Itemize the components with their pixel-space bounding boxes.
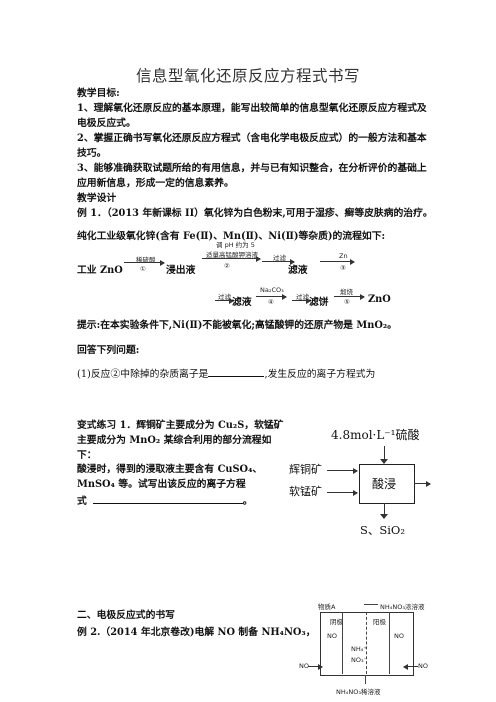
acid-label: 4.8mol·L⁻¹硫酸 xyxy=(331,428,420,442)
flow-arrow-2 xyxy=(202,255,261,262)
flow-arrow-1 xyxy=(124,259,165,266)
flow-arrow-7 xyxy=(292,297,311,304)
cell-top-right-label: NH₄NO₃浓溶液 xyxy=(380,603,425,611)
flow-step1-reagent: 稀硫酸 xyxy=(136,256,156,264)
no-label-1: NO xyxy=(327,632,337,640)
flow-arrow-4 xyxy=(320,258,355,265)
flow-step5-filter: 过滤 xyxy=(218,293,231,301)
flow-step8-calcine: 煅烧 xyxy=(340,288,353,296)
ore1-label: 辉铜矿 xyxy=(289,463,322,476)
goal-item-2: 2、掌握正确书写氧化还原反应方程式（含电化学电极反应式）的一般方法和基本技巧。 xyxy=(77,133,427,159)
example2-title: 例 2.（2014 年北京卷改)电解 NO 制备 NH₄NO₃， xyxy=(77,627,316,638)
cell-bottom-label: NH₄NO₃稀溶液 xyxy=(336,688,381,696)
no-label-2: NO xyxy=(394,632,404,640)
question1-part-a: (1)反应②中除掉的杂质离子是 xyxy=(77,369,209,380)
cell-membrane xyxy=(366,612,367,674)
flow-step8-num: ⑤ xyxy=(344,298,350,306)
flow-end: ZnO xyxy=(368,294,391,305)
practice1-line3: 下： xyxy=(77,450,97,461)
cell-bottom-connector xyxy=(365,675,366,684)
section2-heading: 二、电极反应式的书写 xyxy=(77,610,175,621)
practice1-end-mark: 。 xyxy=(242,496,253,507)
flow-node-filtrate2: 滤液 xyxy=(232,297,252,308)
flow-node-filtercake: 滤饼 xyxy=(309,297,329,308)
answer-blank-1[interactable] xyxy=(208,365,265,377)
practice1-line6: 式。 xyxy=(77,492,253,509)
flow-step2-ph: 调 pH 约为 5 xyxy=(216,241,255,249)
anode-label: 阳极 xyxy=(373,618,386,626)
no-inlet-arrow-right xyxy=(404,666,418,667)
flow-arrow-6 xyxy=(256,293,287,300)
practice1-line1: 变式练习 1．辉铜矿主要成分为 Cu₂S，软锰矿 xyxy=(77,420,284,431)
cathode-label: 阴极 xyxy=(330,618,343,626)
no-inlet-arrow-left xyxy=(308,663,323,670)
ion-nh4-label: NH₄⁺ xyxy=(351,645,367,653)
cell-body xyxy=(320,612,414,676)
flow-arrow-3 xyxy=(262,258,295,265)
goals-heading: 教学目标: xyxy=(77,88,120,99)
question1-part-b: ,发生反应的离子方程式为 xyxy=(264,369,376,380)
example1-question1: (1)反应②中除掉的杂质离子是 ,发生反应的离子方程式为 xyxy=(77,365,375,382)
ore1-arrow xyxy=(327,467,358,474)
flow-step4-num: ③ xyxy=(340,264,346,272)
acid-arrowhead xyxy=(380,459,388,464)
practice1-prefix: 式 xyxy=(77,496,87,507)
residue-arrow xyxy=(384,503,385,517)
acid-arrow xyxy=(384,446,385,463)
leach-out-arrow xyxy=(414,480,431,487)
flow-step7-filter: 过滤 xyxy=(296,293,309,301)
flow-step2-reagent: 适量高锰酸钾溶液 xyxy=(206,251,258,259)
flow-start: 工业 ZnO xyxy=(77,265,123,276)
flow-arrow-8 xyxy=(334,293,365,300)
cell-cathode-plate xyxy=(342,612,343,674)
flow-step2-num: ② xyxy=(224,262,230,270)
example1-ask: 回答下列问题: xyxy=(77,345,140,356)
leach-box-label: 酸浸 xyxy=(372,477,397,491)
design-heading: 教学设计 xyxy=(77,193,117,204)
answer-blank-2[interactable] xyxy=(92,492,243,504)
goal-item-1: 1、理解氧化还原反应的基本原理，能写出较简单的信息型氧化还原反应方程式及电极反应… xyxy=(77,103,427,129)
example1-hint: 提示:在本实验条件下,Ni(Ⅱ)不能被氧化;高锰酸钾的还原产物是 MnO₂。 xyxy=(77,320,397,331)
cell-anode-plate xyxy=(389,612,390,674)
flow-arrow-5 xyxy=(215,297,234,304)
page-title: 信息型氧化还原反应方程式书写 xyxy=(135,68,360,85)
no-label-4: NO xyxy=(418,662,428,670)
flow-node-leachate: 浸出液 xyxy=(166,265,196,276)
practice1-line4: 酸浸时，得到的浸取液主要含有 CuSO₄、 xyxy=(77,464,263,475)
example1-title: 例 1．（2013 年新课标 II）氧化锌为白色粉末,可用于湿疹、癣等皮肤病的治… xyxy=(77,208,433,219)
flow-node-filtrate1: 滤液 xyxy=(288,265,308,276)
ore2-arrow xyxy=(327,489,358,496)
practice1-line2: 主要成分为 MnO₂ 某综合利用的部分流程如 xyxy=(77,435,272,446)
cell-top-connector xyxy=(364,604,378,605)
cell-top-left-label: 物质A xyxy=(318,603,336,611)
flow-step4-zn: Zn xyxy=(339,252,348,260)
residue-label: S、SiO₂ xyxy=(360,523,405,537)
practice1-line5: MnSO₄ 等。试写出该反应的离子方程 xyxy=(77,479,246,490)
example1-subtitle: 纯化工业级氧化锌(含有 Fe(Ⅱ)、Mn(Ⅱ)、Ni(Ⅱ)等杂质)的流程如下: xyxy=(77,231,386,242)
residue-arrowhead xyxy=(380,514,388,519)
ion-no3-label: NO₃⁻ xyxy=(351,656,368,664)
goal-item-3: 3、能够准确获取试题所给的有用信息，并与已有知识整合，在分析评价的基础上应用新信… xyxy=(77,163,427,189)
ore2-label: 软锰矿 xyxy=(289,485,322,498)
no-label-3: NO xyxy=(299,662,309,670)
flow-step3-filter: 过滤 xyxy=(273,254,286,262)
leach-box xyxy=(359,464,415,504)
flow-step6-reagent: Na₂CO₃ xyxy=(260,286,284,294)
flow-step6-num: ④ xyxy=(268,298,274,306)
flow-step1-num: ① xyxy=(140,265,146,273)
